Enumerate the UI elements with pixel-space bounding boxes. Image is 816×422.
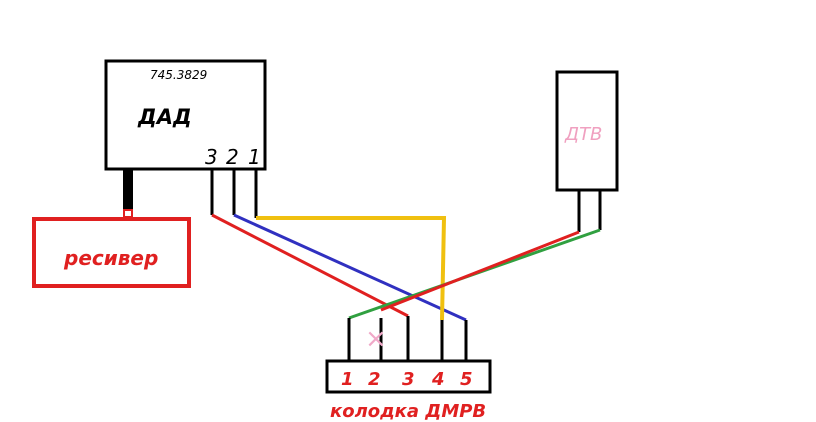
dad-pin-2-label: 2 bbox=[226, 145, 239, 169]
dtv-sensor: ДТВ bbox=[555, 70, 619, 232]
connector-pin-5-label: 5 bbox=[460, 369, 473, 390]
connector-pin-1-label: 1 bbox=[341, 369, 354, 390]
dad-name-label: ДАД bbox=[137, 105, 192, 129]
dad-pin-3-label: 3 bbox=[205, 145, 218, 169]
connector-pin-3-label: 3 bbox=[402, 369, 415, 390]
dad-sensor: 745.3829 ДАД 3 2 1 bbox=[104, 59, 267, 218]
maf-connector: 1 2 3 4 5 колодка ДМРВ bbox=[325, 359, 492, 422]
connector-box bbox=[325, 359, 492, 394]
dad-box bbox=[104, 59, 267, 171]
receiver-label: ресивер bbox=[63, 246, 158, 270]
wires bbox=[211, 213, 601, 322]
connector-label: колодка ДМРВ bbox=[330, 401, 486, 422]
connector-pin-4-label: 4 bbox=[431, 369, 445, 390]
receiver-box bbox=[32, 217, 191, 288]
dad-model-label: 745.3829 bbox=[150, 68, 207, 82]
dad-hose bbox=[123, 170, 133, 210]
connector-pin-2-label: 2 bbox=[368, 369, 381, 390]
connector-pins: × bbox=[347, 316, 468, 360]
dtv-label: ДТВ bbox=[564, 124, 602, 145]
wire-red-dtv-to-connector-pin2 bbox=[380, 230, 580, 312]
hose-connector bbox=[123, 209, 133, 218]
wire-red-dad-pin3-to-connector-pin3 bbox=[211, 213, 409, 318]
unused-pin-cross: × bbox=[365, 324, 387, 354]
dad-pin-1-label: 1 bbox=[248, 145, 261, 169]
receiver: ресивер bbox=[32, 217, 191, 288]
dtv-box bbox=[555, 70, 619, 192]
wire-blue-dad-pin2-to-connector-pin5 bbox=[233, 213, 467, 322]
